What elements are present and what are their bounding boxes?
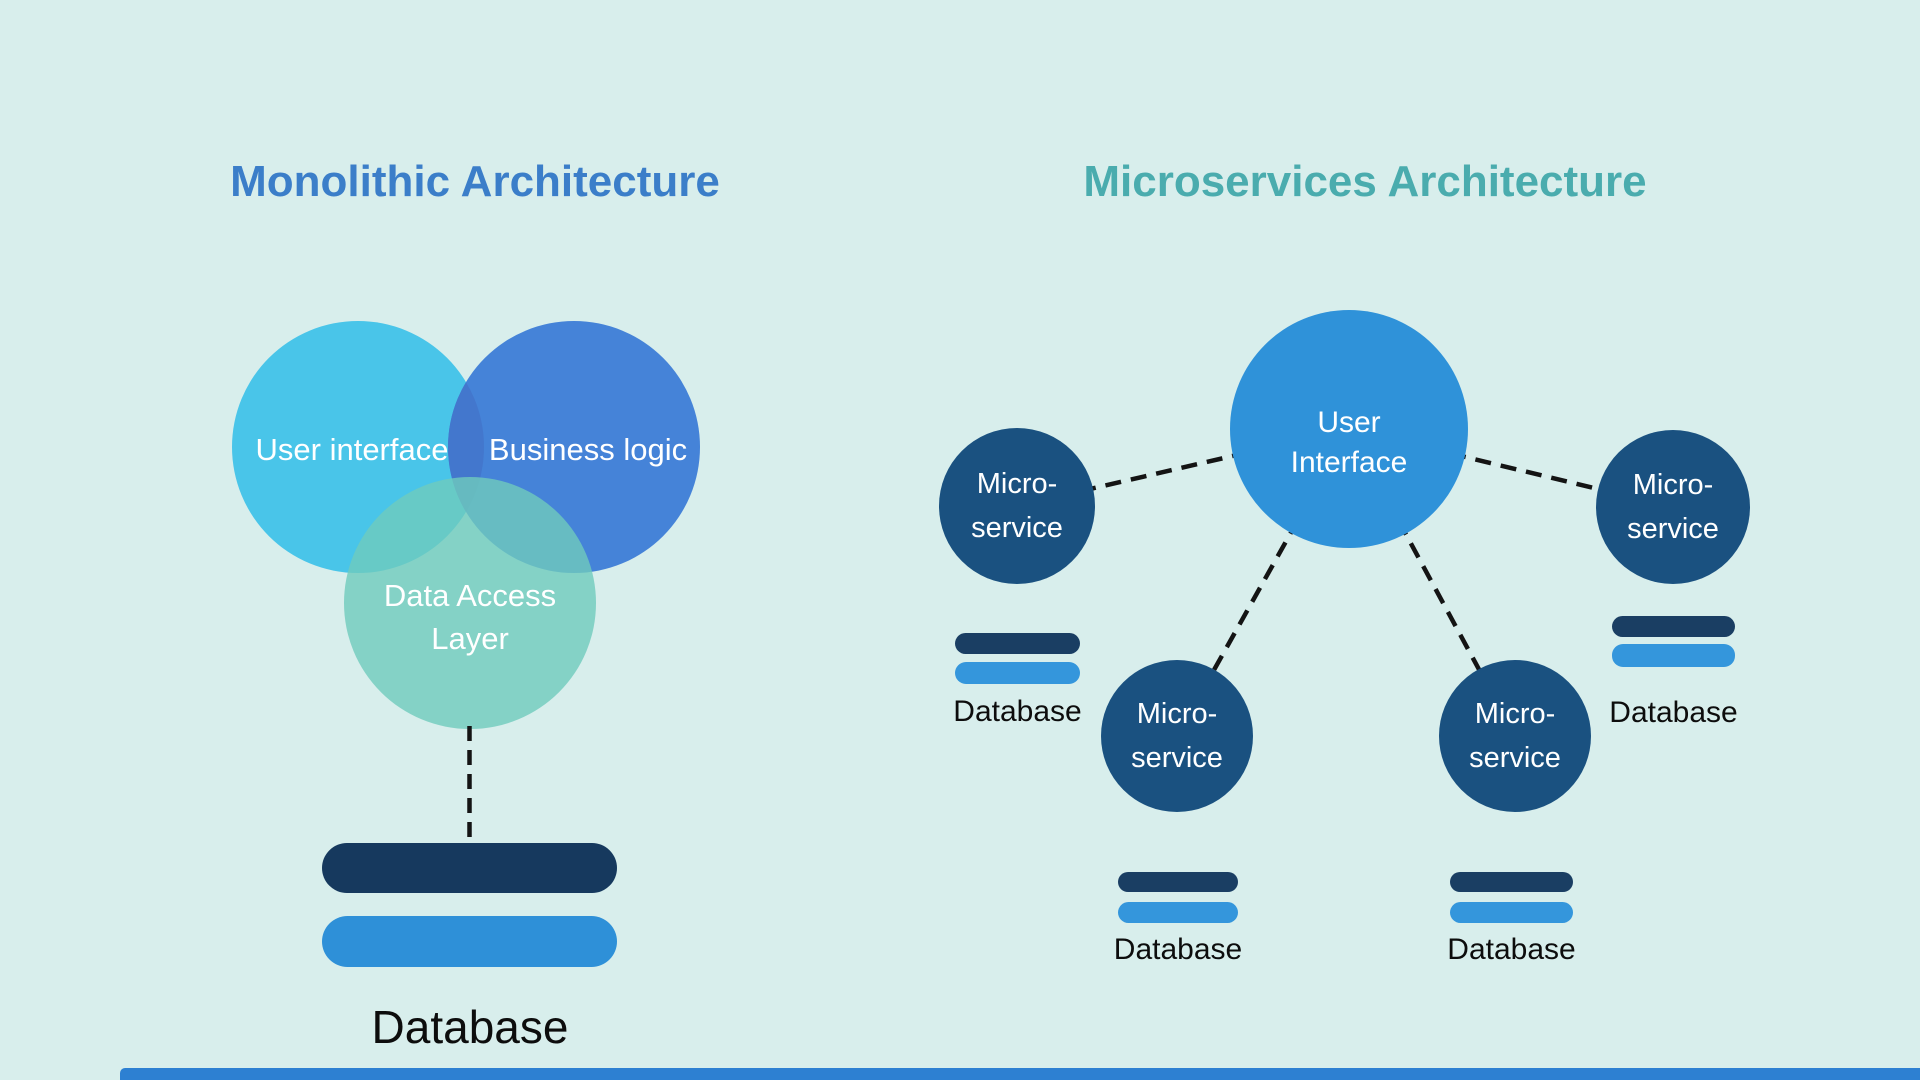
microservice-label-line1: Micro- [976,468,1058,500]
database-disk-top [955,633,1080,654]
database-disk-top [1612,616,1735,637]
microservice-circle-left: Micro- service [939,428,1095,584]
database-disk-top [1118,872,1238,892]
database-disk-bottom [1612,644,1735,667]
microservice-circle-right: Micro- service [1596,430,1750,584]
microservice-label-line2: service [1469,742,1561,774]
microservice-label: Micro- service [1469,692,1561,780]
microservices-title: Microservices Architecture [1083,157,1647,206]
monolith-database-disk-bottom [322,916,617,967]
database-label: Database [1113,933,1243,966]
database-disk-bottom [1118,902,1238,923]
microservice-label-line2: service [1627,513,1719,545]
database-label: Database [953,695,1082,728]
microservice-label-line1: Micro- [1474,698,1556,730]
microservice-label: Micro- service [1131,692,1223,780]
hub-label-line2: Interface [1290,446,1408,479]
microservice-label-line2: service [971,512,1063,544]
user-interface-hub-label: User Interface [1291,403,1408,483]
microservice-circle-bottom-right: Micro- service [1439,660,1591,812]
monolithic-title: Monolithic Architecture [230,157,720,206]
database-disk-bottom [955,662,1080,684]
hub-label-line1: User [1317,406,1381,439]
user-interface-hub-circle: User Interface [1230,310,1468,548]
microservice-label-line2: service [1131,742,1223,774]
microservice-label-line1: Micro- [1632,469,1714,501]
database-label: Database [1609,696,1738,729]
database-disk-top [1450,872,1573,892]
microservice-label: Micro- service [1627,463,1719,551]
microservice-label-line1: Micro- [1136,698,1218,730]
database-disk-bottom [1450,902,1573,923]
microservice-label: Micro- service [971,462,1063,550]
microservice-circle-bottom-left: Micro- service [1101,660,1253,812]
next-slide-edge-strip [120,1068,1920,1080]
venn-label-user-interface: User interface [255,432,449,467]
venn-circle-data-access [344,477,596,729]
venn-label-data-access-line2: Layer [431,621,509,656]
monolith-database-disk-top [322,843,617,893]
venn-label-business-logic: Business logic [488,432,688,467]
venn-label-data-access-line1: Data Access [383,578,557,613]
monolith-database-label: Database [371,1001,569,1053]
database-label: Database [1447,933,1576,966]
venn-label-data-access-layer: Data Access Layer [320,574,620,660]
